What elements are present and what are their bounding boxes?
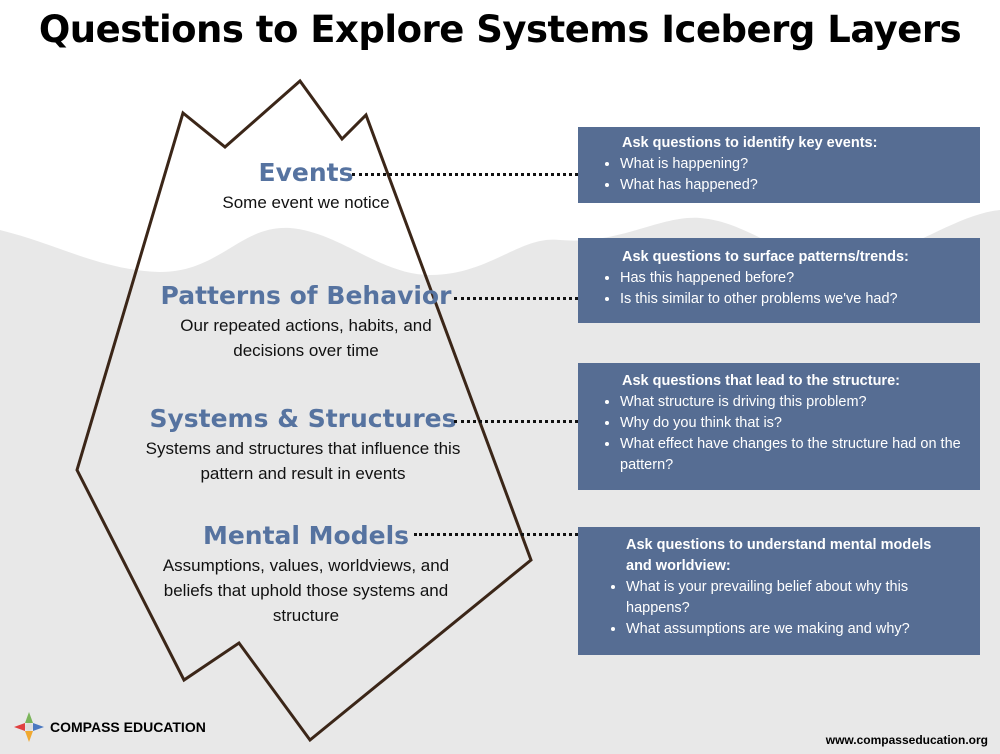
layer-title: Patterns of Behavior — [160, 281, 452, 310]
compass-icon — [14, 712, 44, 742]
layer-title: Events — [258, 158, 354, 187]
connector-systems — [454, 420, 578, 423]
layer-desc: Our repeated actions, habits, and decisi… — [180, 316, 432, 360]
connector-mental-models — [414, 533, 578, 536]
page-title: Questions to Explore Systems Iceberg Lay… — [38, 8, 962, 51]
question-box-systems: Ask questions that lead to the structure… — [578, 363, 980, 490]
layer-desc: Some event we notice — [222, 193, 390, 212]
box-item: Has this happened before? — [620, 268, 968, 289]
box-item: What assumptions are we making and why? — [626, 619, 960, 640]
box-item: Is this similar to other problems we've … — [620, 289, 968, 310]
layer-desc: Assumptions, values, worldviews, and bel… — [162, 556, 450, 625]
box-item: Why do you think that is? — [620, 413, 968, 434]
compass-education-logo: COMPASS EDUCATION — [14, 712, 206, 742]
question-box-mental-models: Ask questions to understand mental model… — [578, 527, 980, 655]
box-heading: Ask questions to surface patterns/trends… — [622, 249, 909, 265]
iceberg-outline — [75, 78, 533, 743]
box-item: What is your prevailing belief about why… — [626, 577, 960, 619]
question-box-patterns: Ask questions to surface patterns/trends… — [578, 238, 980, 323]
box-heading: Ask questions to understand mental model… — [626, 537, 932, 574]
connector-events — [352, 173, 578, 176]
box-item: What effect have changes to the structur… — [620, 434, 968, 476]
box-heading: Ask questions that lead to the structure… — [622, 373, 900, 389]
box-item: What has happened? — [620, 175, 968, 196]
layer-title: Mental Models — [202, 521, 410, 550]
logo-text: COMPASS EDUCATION — [50, 719, 206, 735]
layer-desc: Systems and structures that influence th… — [145, 439, 461, 483]
box-item: What structure is driving this problem? — [620, 392, 968, 413]
connector-patterns — [454, 297, 578, 300]
box-heading: Ask questions to identify key events: — [622, 135, 878, 151]
box-item: What is happening? — [620, 154, 968, 175]
layer-title: Systems & Structures — [149, 404, 457, 433]
question-box-events: Ask questions to identify key events: Wh… — [578, 127, 980, 203]
website-url: www.compasseducation.org — [825, 733, 988, 747]
